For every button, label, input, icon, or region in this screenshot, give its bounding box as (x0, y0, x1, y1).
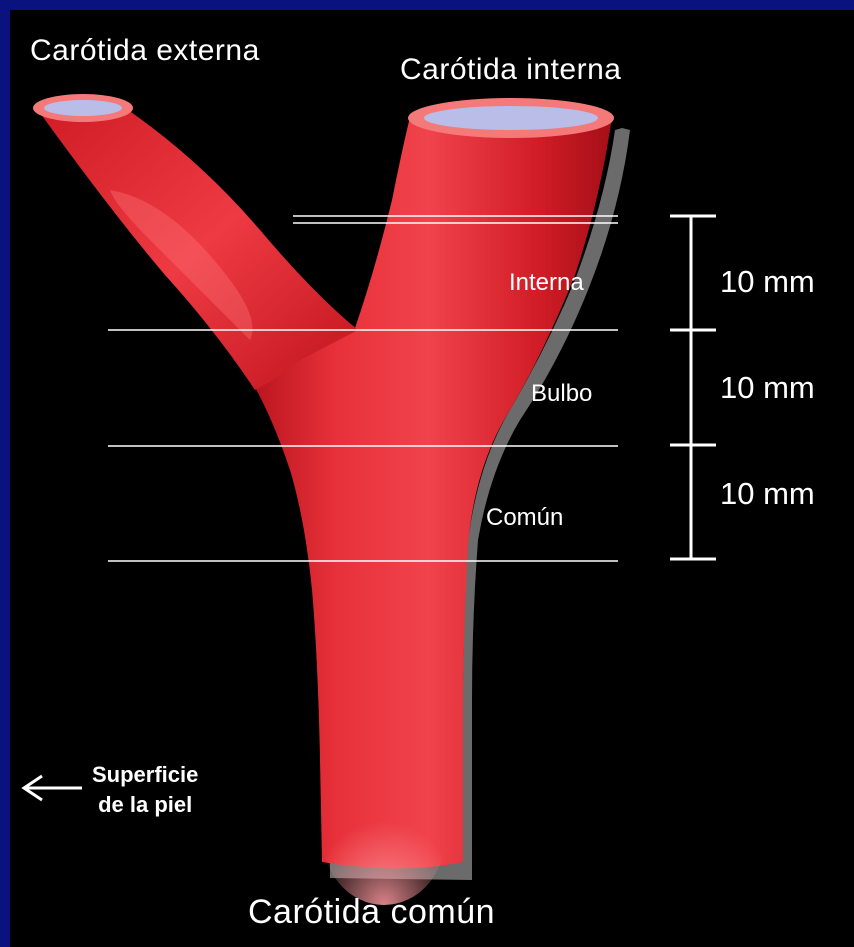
external-carotid-label: Carótida externa (30, 34, 260, 68)
segment-label-internal: Interna (509, 269, 584, 297)
common-carotid-label: Carótida común (248, 893, 495, 932)
segment-label-common: Común (486, 504, 563, 532)
segment-label-bulb: Bulbo (531, 380, 592, 408)
segment-length-common: 10 mm (720, 476, 815, 512)
skin-surface-label: Superficie de la piel (92, 760, 198, 820)
external-lumen (44, 100, 122, 116)
internal-common-artery (245, 117, 612, 869)
internal-carotid-label: Carótida interna (400, 53, 621, 87)
skin-label-line2: de la piel (92, 790, 198, 820)
segment-length-bulb: 10 mm (720, 370, 815, 406)
skin-label-line1: Superficie (92, 760, 198, 790)
segment-length-internal: 10 mm (720, 264, 815, 300)
internal-lumen (424, 106, 598, 130)
left-arrow-icon (24, 776, 82, 800)
trunk-glow (322, 765, 446, 905)
